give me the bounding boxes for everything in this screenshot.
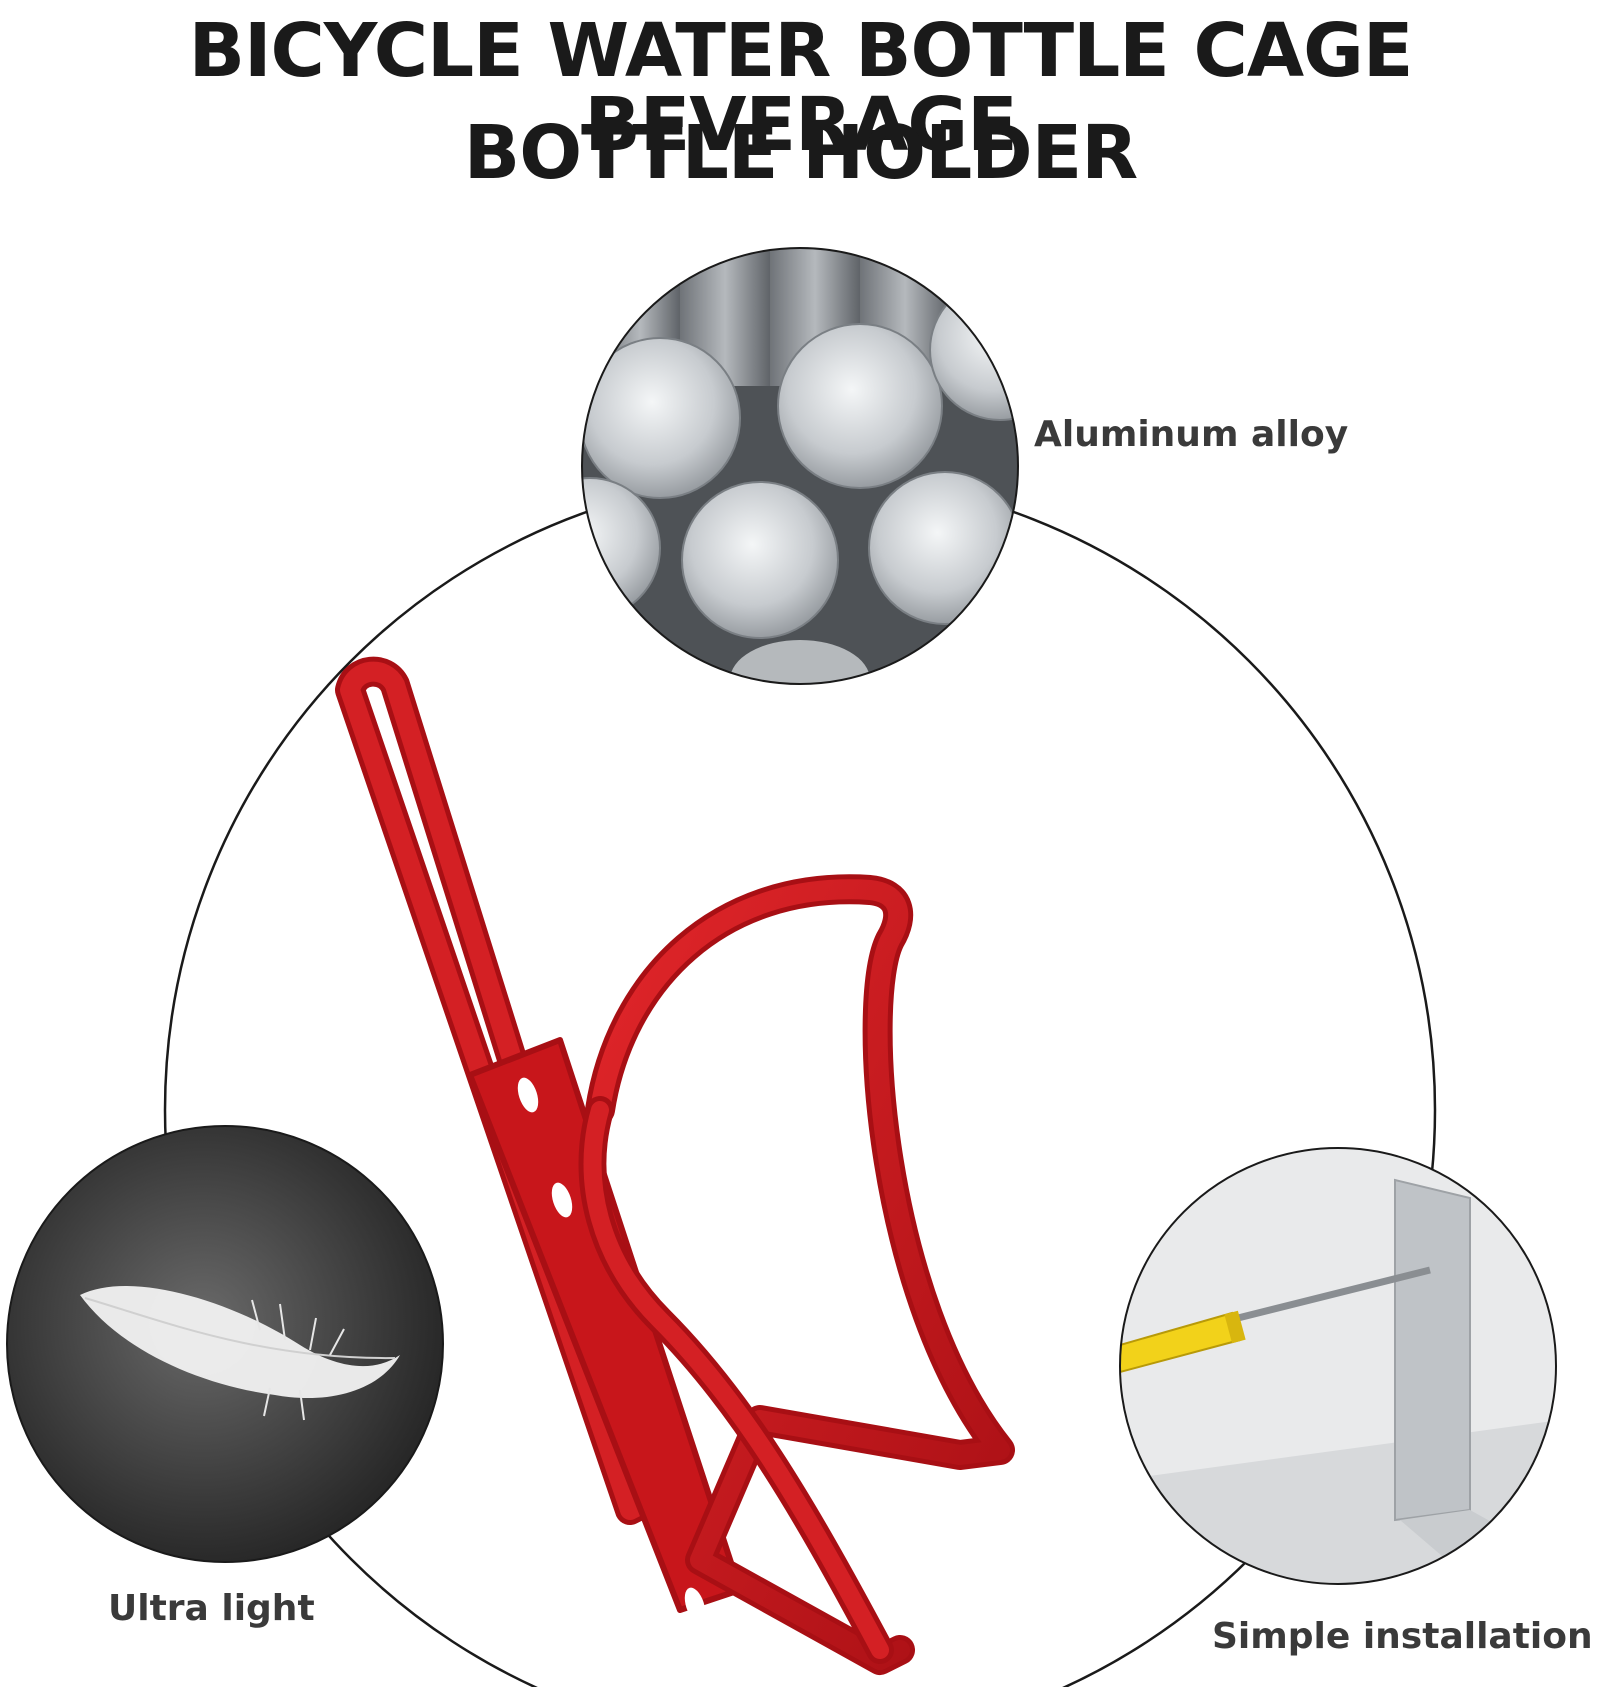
screwdriver-icon bbox=[1119, 1147, 1557, 1585]
bottle-cage-icon bbox=[335, 656, 1015, 1675]
page-title-line-1: BICYCLE WATER BOTTLE CAGE BEVERAGE bbox=[188, 8, 1414, 168]
feature-label-aluminum-alloy: Aluminum alloy bbox=[1034, 414, 1349, 455]
feather-icon bbox=[6, 1125, 444, 1563]
page-title-line-2: BOTTLE HOLDER bbox=[463, 110, 1138, 196]
feature-label-simple-installation: Simple installation bbox=[1212, 1616, 1593, 1657]
feature-label-ultra-light: Ultra light bbox=[108, 1588, 315, 1629]
aluminum-rods-icon bbox=[581, 247, 1019, 685]
